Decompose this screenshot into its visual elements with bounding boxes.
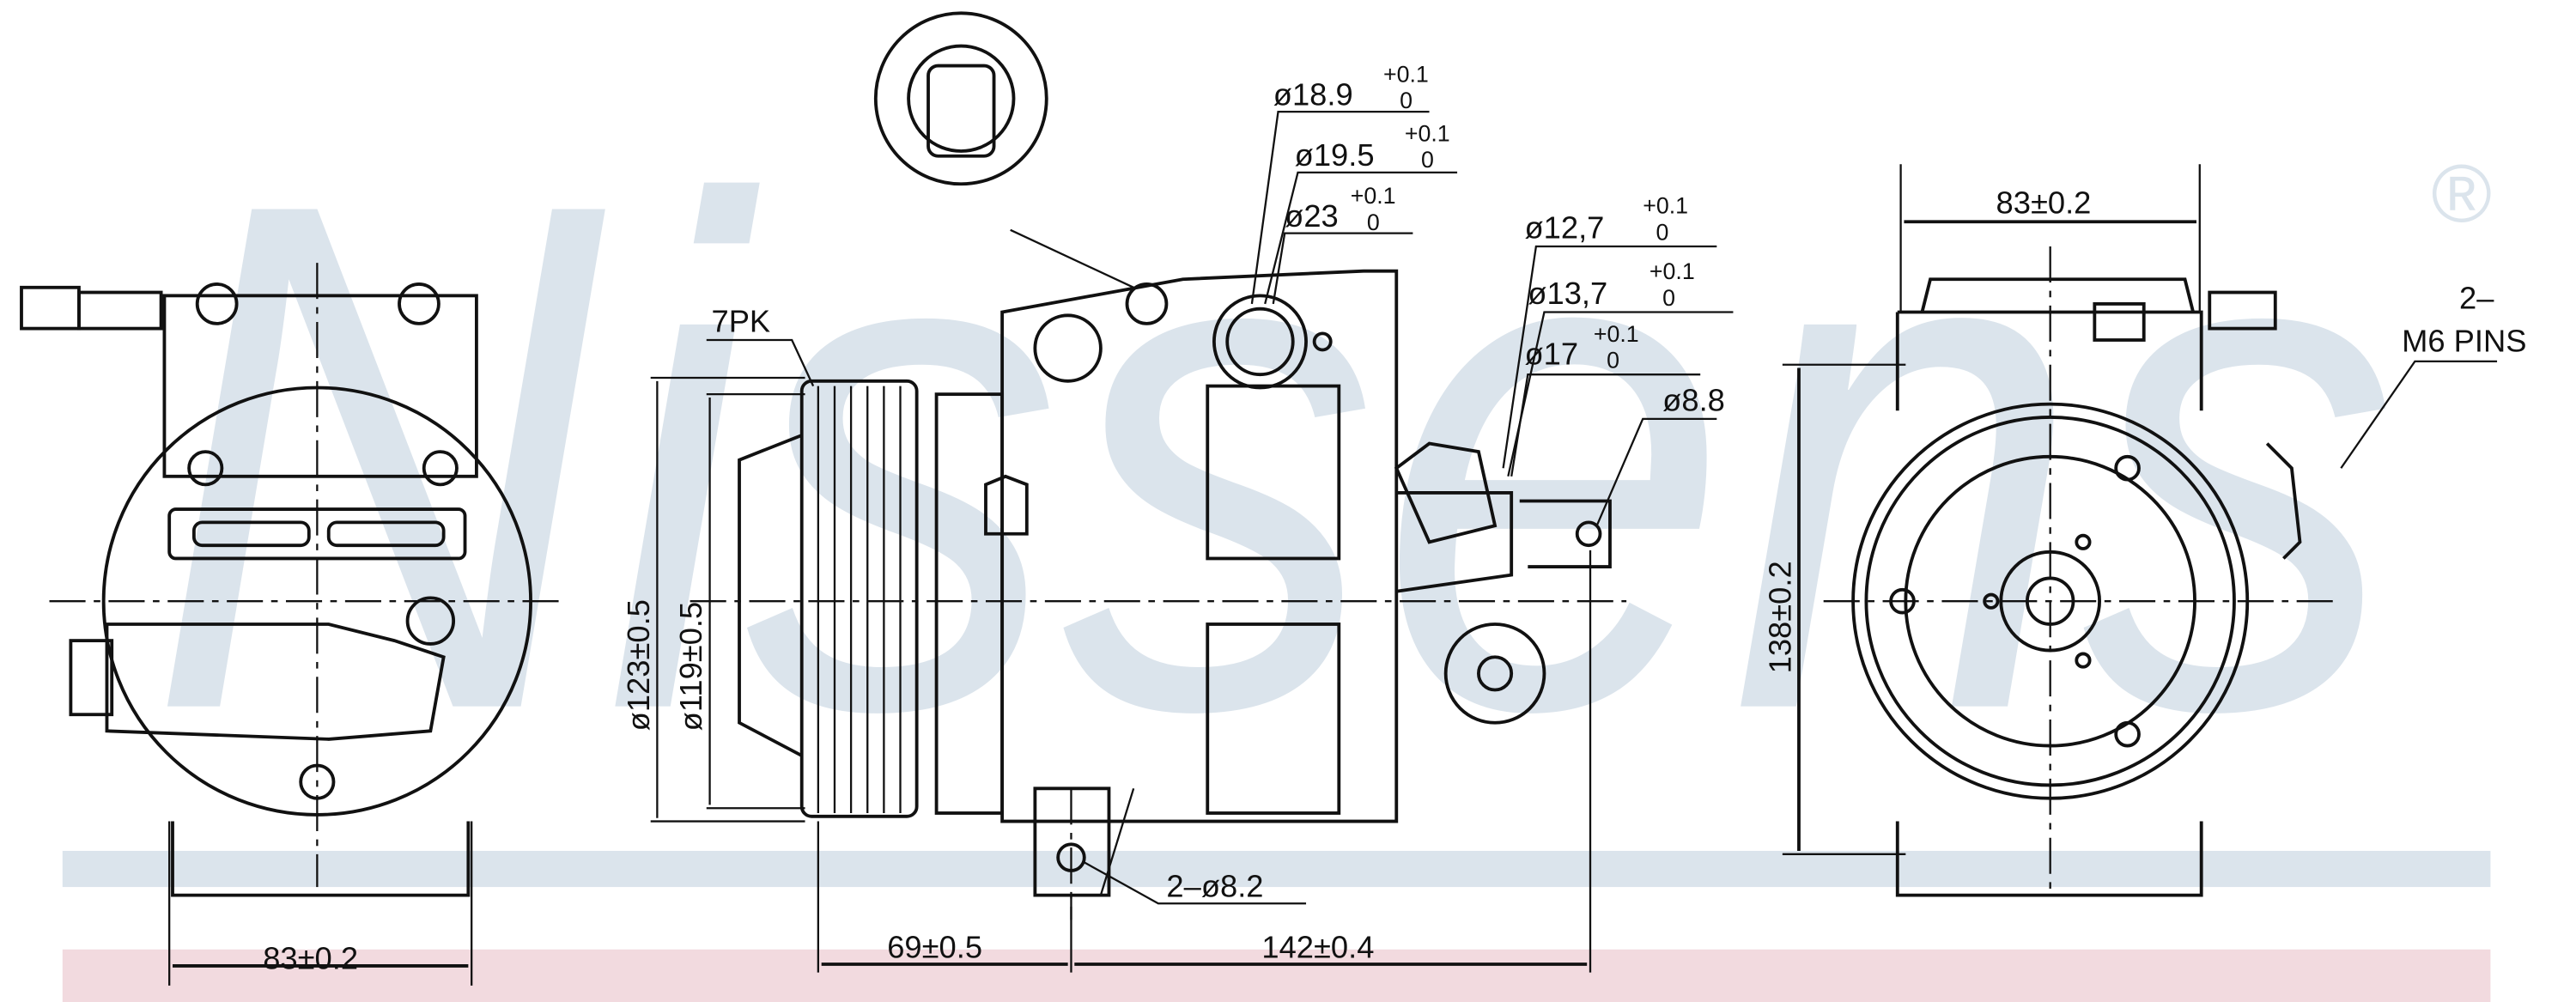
tol-lower: 0 (1367, 210, 1380, 235)
pulley-outer-dia: ø123±0.5 (621, 599, 656, 731)
tol-upper: +0.1 (1383, 62, 1429, 88)
port-dia-12-7: ø12,7 (1524, 210, 1604, 245)
tol-upper: +0.1 (1643, 193, 1688, 219)
left-view (20, 263, 559, 986)
pulley-inner-dia: ø119±0.5 (673, 602, 708, 732)
front-view (1782, 164, 2498, 897)
tol-upper: +0.1 (1351, 183, 1396, 209)
tol-upper: +0.1 (1594, 321, 1639, 347)
mount-spacing-dim: 142±0.4 (1261, 929, 1374, 964)
pink-band (62, 949, 2491, 1002)
registered-mark: ® (2432, 148, 2492, 240)
connector-detail-circle (873, 11, 1048, 186)
belt-7pk-label: 7PK (711, 303, 770, 338)
port-dia-18-9: ø18.9 (1273, 76, 1353, 112)
nissens-watermark-logo: Nissens ® (148, 53, 2492, 860)
port-dia-19-5: ø19.5 (1295, 137, 1375, 173)
mount-hole-dia: ø8.8 (1662, 382, 1725, 417)
width-left-label: 83±0.2 (263, 941, 358, 976)
tol-upper: +0.1 (1405, 121, 1450, 147)
port-dia-17: ø17 (1524, 337, 1578, 372)
tol-lower: 0 (1421, 147, 1434, 173)
tol-lower: 0 (1656, 219, 1669, 245)
bottom-holes-dia: 2–ø8.2 (1166, 869, 1263, 904)
port-dia-13-7: ø13,7 (1528, 276, 1607, 311)
port-dia-23: ø23 (1285, 198, 1339, 234)
side-view (650, 11, 1734, 973)
height-right-label: 138±0.2 (1762, 561, 1797, 673)
tol-lower: 0 (1607, 348, 1619, 373)
tol-lower: 0 (1400, 88, 1413, 113)
width-right-label: 83±0.2 (1996, 185, 2092, 221)
pulley-to-mount-dim: 69±0.5 (887, 929, 982, 964)
svg-text:Nissens: Nissens (148, 53, 2398, 860)
tol-lower: 0 (1662, 285, 1675, 311)
pins-qty-label: 2– (2459, 281, 2494, 316)
tol-upper: +0.1 (1649, 258, 1695, 284)
m6-pins-label: M6 PINS (2402, 323, 2526, 358)
dimension-labels: 7PK ø18.9 +0.1 0 ø19.5 +0.1 0 ø23 +0.1 0… (621, 62, 1725, 965)
